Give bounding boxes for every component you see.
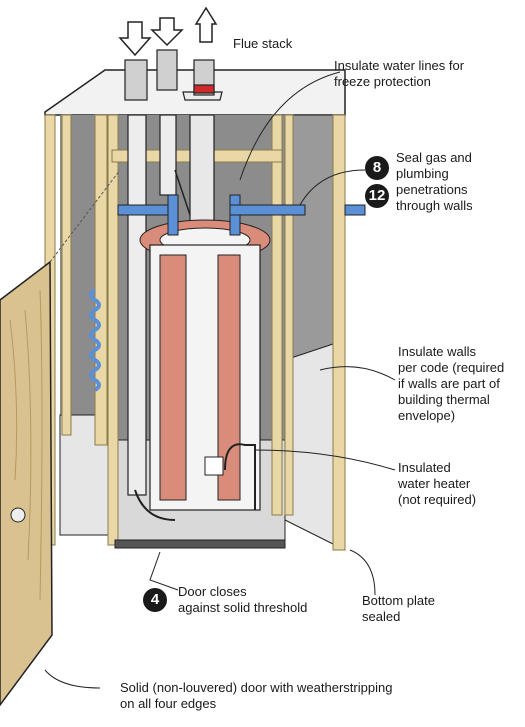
- label-seal-gas: Seal gas and plumbing penetrations throu…: [396, 150, 473, 213]
- insulation-arrow: [174, 169, 191, 216]
- label-bottom-plate: Bottom plate sealed: [362, 593, 435, 624]
- label-insulated-heater: Insulated water heater (not required): [398, 460, 477, 507]
- vent-pipes: [124, 49, 223, 101]
- door-swing: [49, 169, 121, 263]
- door-grain: [9, 289, 43, 601]
- combustion-air-pipe: [127, 114, 147, 496]
- air-pipe-2: [159, 114, 177, 196]
- label-flue-stack: Flue stack: [233, 36, 293, 51]
- badge-threshold: 4: [143, 588, 167, 612]
- gas-control: [204, 456, 224, 476]
- insulation-blanket-left: [159, 254, 187, 501]
- coiled-hose: [89, 288, 101, 392]
- insulation-blanket-right: [217, 254, 241, 501]
- label-insulate-walls: Insulate walls per code (required if wal…: [398, 344, 505, 423]
- air-arrows: [118, 6, 218, 57]
- flue-stack-pipe: [189, 114, 215, 226]
- label-insulate-lines: Insulate water lines for freeze protecti…: [334, 58, 465, 89]
- badge-seal-b: 12: [365, 184, 389, 208]
- leader-lines: [44, 71, 396, 689]
- gas-line: [224, 443, 256, 510]
- label-solid-door: Solid (non-louvered) door with weatherst…: [120, 680, 393, 711]
- badge-seal-a: 8: [365, 156, 389, 180]
- door: [0, 260, 53, 707]
- threshold: [114, 539, 286, 549]
- floor-arrow: [134, 489, 176, 521]
- label-door-closes: Door closes against solid threshold: [178, 584, 308, 615]
- door-knob: [10, 507, 26, 523]
- water-lines: [117, 194, 366, 236]
